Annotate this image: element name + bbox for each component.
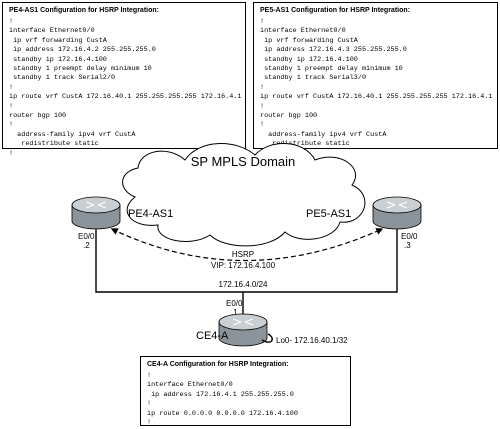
ce4-router-icon [218, 313, 268, 347]
pe5-router-icon [372, 196, 422, 230]
mpls-cloud [122, 143, 366, 247]
ce4-config-box: CE4-A Configuration for HSRP Integration… [140, 356, 351, 428]
ce4-config-title: CE4-A Configuration for HSRP Integration… [147, 361, 289, 368]
ethernet-segment [95, 228, 398, 293]
ce4-host: .1 [231, 308, 238, 317]
pe4-config-code: ! interface Ethernet0/0 ip vrf forwardin… [9, 18, 242, 158]
pe5-name: PE5-AS1 [306, 208, 351, 220]
ce4-name: CE4-A [196, 330, 229, 342]
pe4-host: .2 [83, 241, 90, 250]
pe4-router-icon [71, 196, 121, 230]
pe5-iface: E0/0 [401, 232, 418, 241]
loopback-icon [261, 333, 273, 343]
ce4-loopback: Lo0- 172.16.40.1/32 [276, 336, 348, 345]
pe4-iface: E0/0 [78, 232, 95, 241]
pe4-config-title: PE4-AS1 Configuration for HSRP Integrati… [9, 7, 159, 14]
pe5-config-box: PE5-AS1 Configuration for HSRP Integrati… [253, 2, 498, 158]
ce4-config-code: ! interface Ethernet0/0 ip address 172.1… [147, 372, 298, 428]
ce4-iface: E0/0 [226, 299, 243, 308]
pe4-name: PE4-AS1 [128, 208, 173, 220]
hsrp-arc [110, 228, 384, 261]
pe4-config-box: PE4-AS1 Configuration for HSRP Integrati… [2, 2, 246, 158]
subnet-label: 172.16.4.0/24 [219, 280, 268, 289]
pe5-config-code: ! interface Ethernet0/0 ip vrf forwardin… [260, 18, 493, 158]
hsrp-vip: VIP: 172.16.4.100 [211, 261, 276, 270]
domain-title: SP MPLS Domain [191, 154, 296, 169]
pe5-host: .3 [404, 241, 411, 250]
pe5-config-title: PE5-AS1 Configuration for HSRP Integrati… [260, 7, 410, 14]
hsrp-label: HSRP [232, 250, 254, 259]
